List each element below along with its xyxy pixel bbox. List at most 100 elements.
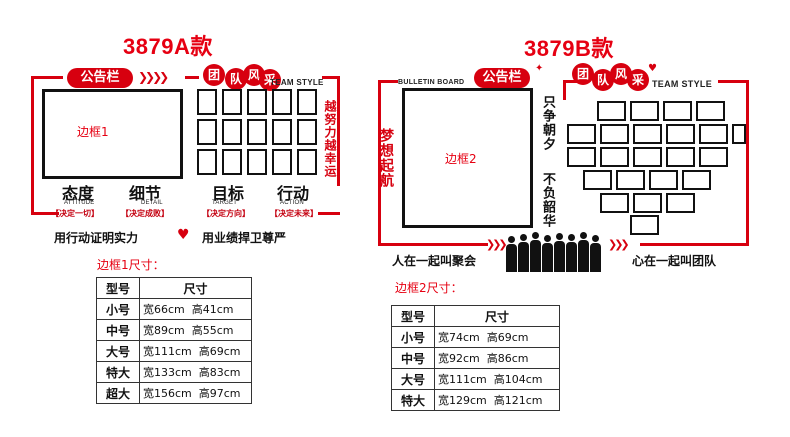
photo-slot bbox=[247, 119, 267, 145]
row-size: 宽111cm 高69cm bbox=[139, 340, 252, 362]
frame-b-bottom-left-line bbox=[378, 243, 488, 246]
photo-slot bbox=[247, 149, 267, 175]
frame-a-bottom-left-line bbox=[31, 212, 59, 215]
team-char-b-2: 队 bbox=[592, 69, 614, 91]
vertical-text-a: 越努力越幸运 bbox=[323, 100, 337, 178]
team-char-b-1: 团 bbox=[572, 63, 594, 85]
team-char-b-3: 风 bbox=[610, 63, 632, 85]
row-width: 宽111cm bbox=[143, 345, 192, 358]
frame-b-top-right-line bbox=[718, 80, 748, 83]
table-row: 大号 宽111cm 高69cm bbox=[96, 340, 252, 362]
photo-slot bbox=[272, 149, 292, 175]
value-en-4: ACTION bbox=[280, 200, 304, 206]
vertical-mid-2-b: 不负韶华 bbox=[540, 172, 555, 228]
row-width: 宽133cm bbox=[143, 366, 192, 379]
table-row: 大号 宽111cm 高104cm bbox=[391, 368, 560, 390]
size-table-b: 型号 尺寸 小号 宽74cm 高69cm 中号 宽92cm 高86cm 大号 宽… bbox=[391, 305, 560, 411]
photo-slot bbox=[600, 124, 629, 144]
frame-b-mid-line bbox=[563, 80, 566, 100]
heart-icon: ✦ bbox=[535, 63, 544, 74]
photo-slot bbox=[600, 193, 629, 213]
photo-slot bbox=[222, 149, 242, 175]
header-size: 尺寸 bbox=[139, 277, 252, 299]
arrows-icon: ❯❯❯ bbox=[608, 238, 630, 251]
photo-slot bbox=[732, 124, 746, 144]
photo-slot bbox=[633, 124, 662, 144]
row-height: 高83cm bbox=[198, 366, 241, 379]
photo-slot bbox=[197, 89, 217, 115]
heart-icon: ♥ bbox=[648, 63, 657, 74]
frame-a-top-right-line bbox=[322, 76, 340, 79]
value-sub-4: 【决定未来】 bbox=[270, 209, 318, 218]
photo-slot bbox=[633, 193, 662, 213]
team-char-a-1: 团 bbox=[203, 64, 225, 86]
row-height: 高69cm bbox=[486, 331, 529, 344]
vertical-mid-1-b: 只争朝夕 bbox=[540, 95, 555, 151]
frame-b-top-mid-line bbox=[563, 80, 583, 83]
notice-label-b: 公告栏 bbox=[474, 68, 530, 88]
row-size: 宽156cm 高97cm bbox=[139, 382, 252, 404]
photo-slot bbox=[666, 147, 695, 167]
team-style-b: TEAM STYLE bbox=[652, 79, 713, 89]
photo-slot bbox=[696, 101, 725, 121]
value-en-3: TARGET bbox=[212, 200, 238, 206]
table-row: 中号 宽92cm 高86cm bbox=[391, 347, 560, 369]
photo-slot bbox=[699, 147, 728, 167]
row-width: 宽129cm bbox=[438, 394, 487, 407]
value-cn-1: 态度 bbox=[62, 184, 95, 203]
photo-slot bbox=[247, 89, 267, 115]
value-sub-3: 【决定方向】 bbox=[202, 209, 250, 218]
row-width: 宽89cm bbox=[143, 324, 185, 337]
value-sub-2: 【决定成败】 bbox=[121, 209, 169, 218]
notice-label-a: 公告栏 bbox=[67, 68, 133, 88]
row-model: 大号 bbox=[96, 340, 140, 362]
main-frame-b bbox=[402, 88, 533, 228]
frame-a-top-left-line bbox=[31, 76, 63, 79]
main-frame-a bbox=[42, 89, 183, 179]
table-row: 中号 宽89cm 高55cm bbox=[96, 319, 252, 341]
row-width: 宽74cm bbox=[438, 331, 480, 344]
team-style-a: TEAM STYLE bbox=[270, 78, 324, 87]
photo-slot bbox=[666, 193, 695, 213]
row-model: 小号 bbox=[391, 326, 435, 348]
photo-slot bbox=[682, 170, 711, 190]
frame-label-b: 边框2 bbox=[445, 152, 477, 166]
row-height: 高41cm bbox=[191, 303, 234, 316]
photo-slot bbox=[222, 119, 242, 145]
header-size: 尺寸 bbox=[434, 305, 560, 327]
photo-slot bbox=[666, 124, 695, 144]
photo-slot bbox=[297, 149, 317, 175]
team-char-b-4: 采 bbox=[627, 69, 649, 91]
photo-slot bbox=[197, 119, 217, 145]
row-width: 宽111cm bbox=[438, 373, 487, 386]
arrows-icon: ❯❯❯❯ bbox=[138, 70, 169, 84]
photo-slot bbox=[297, 89, 317, 115]
row-model: 小号 bbox=[96, 298, 140, 320]
photo-slot bbox=[567, 124, 596, 144]
table-row: 小号 宽66cm 高41cm bbox=[96, 298, 252, 320]
photo-slot bbox=[222, 89, 242, 115]
value-sub-1: 【决定一切】 bbox=[51, 209, 99, 218]
photo-slot bbox=[272, 89, 292, 115]
title-b: 3879B款 bbox=[524, 36, 614, 61]
photo-slot bbox=[272, 119, 292, 145]
size-caption-b: 边框2尺寸： bbox=[395, 281, 463, 295]
frame-b-right-line bbox=[746, 80, 749, 245]
row-height: 高121cm bbox=[493, 394, 543, 407]
frame-b-left-line bbox=[378, 80, 381, 244]
header-model: 型号 bbox=[391, 305, 435, 327]
vertical-left-b: 梦想起航 bbox=[378, 128, 394, 188]
row-height: 高55cm bbox=[191, 324, 234, 337]
value-cn-3: 目标 bbox=[212, 184, 245, 203]
photo-slot bbox=[663, 101, 692, 121]
table-header-row: 型号 尺寸 bbox=[391, 305, 560, 327]
photo-slot bbox=[699, 124, 728, 144]
photo-slot bbox=[600, 147, 629, 167]
slogan-right-a: 用业绩捍卫尊严 bbox=[202, 231, 287, 245]
row-width: 宽66cm bbox=[143, 303, 185, 316]
frame-b-bottom-right-line bbox=[640, 243, 749, 246]
photo-slot bbox=[297, 119, 317, 145]
row-model: 大号 bbox=[391, 368, 435, 390]
photo-slot bbox=[597, 101, 626, 121]
row-size: 宽92cm 高86cm bbox=[434, 347, 560, 369]
